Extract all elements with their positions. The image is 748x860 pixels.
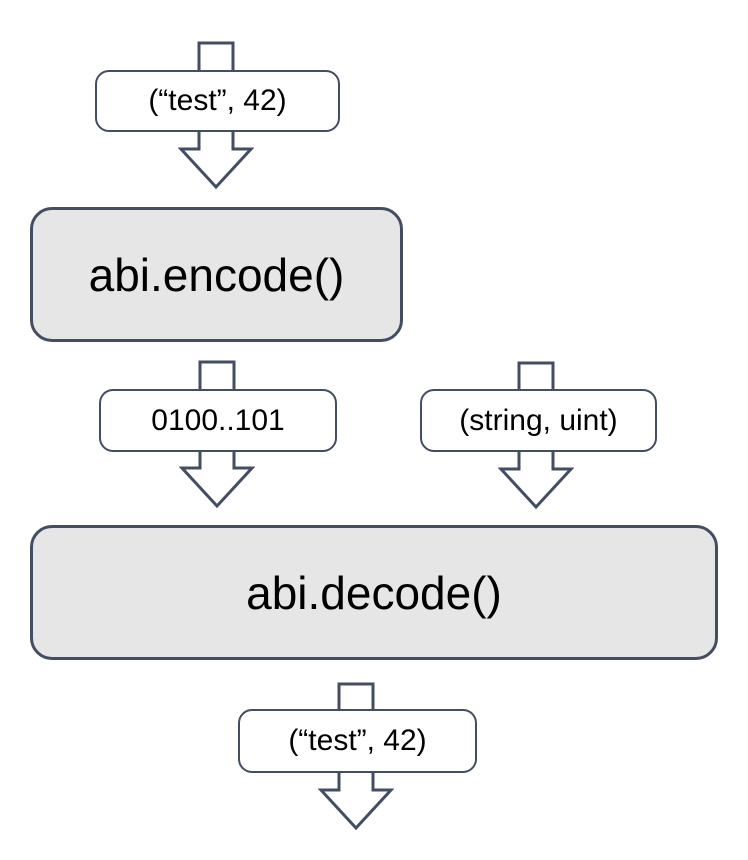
encode-function-node: abi.encode() [30,207,403,342]
encoded-bytes-label: 0100..101 [99,389,337,452]
type-tuple-label: (string, uint) [420,389,657,452]
input-value-label: (“test”, 42) [95,70,340,132]
decode-function-node: abi.decode() [30,525,718,660]
output-value-label: (“test”, 42) [238,709,477,773]
